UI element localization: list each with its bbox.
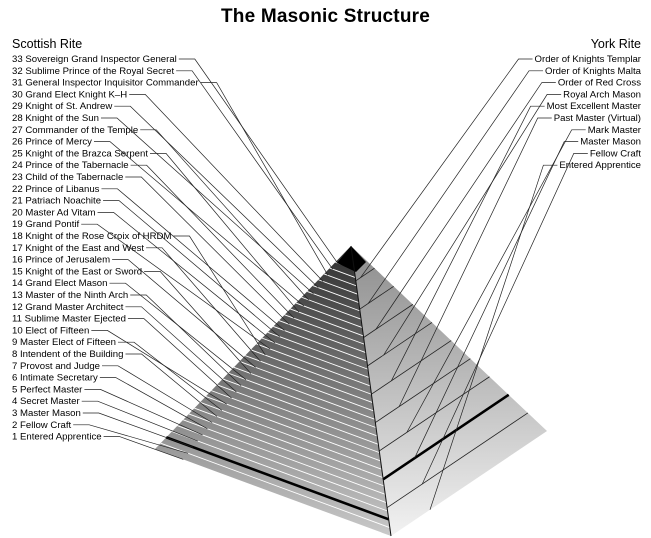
scottish-degree-label: 31 General Inspector Inquisitor Commande… bbox=[12, 78, 199, 89]
scottish-degree-label: 25 Knight of the Brazca Serpent bbox=[12, 148, 148, 159]
scottish-degree-label: 6 Intimate Secretary bbox=[12, 373, 98, 384]
pyramid bbox=[155, 246, 547, 536]
scottish-degree-label: 8 Intendent of the Building bbox=[12, 349, 123, 360]
scottish-degree-label: 7 Provost and Judge bbox=[12, 361, 100, 372]
scottish-degree-label: 33 Sovereign Grand Inspector General bbox=[12, 54, 177, 65]
york-degree-label: Order of Knights Malta bbox=[545, 66, 642, 77]
york-degree-label: Master Mason bbox=[580, 137, 641, 148]
york-degree-label: Order of Red Cross bbox=[558, 78, 641, 89]
pyramid-left-face bbox=[155, 246, 391, 536]
scottish-degree-label: 26 Prince of Mercy bbox=[12, 137, 92, 148]
scottish-degree-label: 20 Master Ad Vitam bbox=[12, 207, 96, 218]
york-rite-header: York Rite bbox=[591, 37, 641, 51]
scottish-degree-label: 12 Grand Master Architect bbox=[12, 302, 124, 313]
scottish-degree-label: 30 Grand Elect Knight K–H bbox=[12, 89, 127, 100]
scottish-degree-label: 19 Grand Pontif bbox=[12, 219, 80, 230]
scottish-leader-line bbox=[146, 248, 260, 361]
scottish-rite-header: Scottish Rite bbox=[12, 37, 82, 51]
scottish-leader-line bbox=[101, 189, 284, 331]
scottish-leader-line bbox=[179, 59, 338, 263]
scottish-degree-label: 10 Elect of Fifteen bbox=[12, 325, 89, 336]
scottish-degree-label: 11 Sublime Master Ejected bbox=[12, 314, 126, 325]
scottish-degree-label: 32 Sublime Prince of the Royal Secret bbox=[12, 66, 174, 77]
york-degree-label: Entered Apprentice bbox=[559, 160, 641, 171]
scottish-degree-label: 29 Knight of St. Andrew bbox=[12, 101, 112, 112]
york-degree-label: Past Master (Virtual) bbox=[554, 113, 641, 124]
scottish-degree-label: 14 Grand Elect Mason bbox=[12, 278, 107, 289]
scottish-leader-line bbox=[109, 283, 246, 379]
scottish-degree-label: 28 Knight of the Sun bbox=[12, 113, 99, 124]
york-degree-label: Fellow Craft bbox=[590, 148, 642, 159]
york-leader-line bbox=[368, 71, 543, 304]
scottish-degree-label: 3 Master Mason bbox=[12, 408, 81, 419]
scottish-leader-line bbox=[201, 83, 328, 276]
scottish-degree-label: 16 Prince of Jerusalem bbox=[12, 255, 110, 266]
scottish-degree-label: 5 Perfect Master bbox=[12, 384, 83, 395]
scottish-leader-line bbox=[140, 130, 308, 300]
scottish-leader-line bbox=[125, 307, 236, 392]
scottish-degree-label: 24 Prince of the Tabernacle bbox=[12, 160, 129, 171]
scottish-degree-label: 18 Knight of the Rose Croix of HRDM bbox=[12, 231, 171, 242]
scottish-degree-label: 4 Secret Master bbox=[12, 396, 81, 407]
scottish-degree-label: 2 Fellow Craft bbox=[12, 420, 72, 431]
scottish-degree-label: 22 Prince of Libanus bbox=[12, 184, 100, 195]
scottish-leader-line bbox=[173, 236, 265, 355]
scottish-leader-line bbox=[129, 94, 323, 281]
scottish-degree-label: 1 Entered Apprentice bbox=[12, 432, 102, 443]
scottish-degree-label: 17 Knight of the East and West bbox=[12, 243, 144, 254]
scottish-degree-label: 9 Master Elect of Fifteen bbox=[12, 337, 116, 348]
scottish-degree-label: 23 Child of the Tabernacle bbox=[12, 172, 123, 183]
york-leader-line bbox=[376, 83, 556, 330]
york-leader-line bbox=[360, 59, 532, 278]
york-degree-label: Royal Arch Mason bbox=[563, 89, 641, 100]
york-degree-label: Most Excellent Master bbox=[547, 101, 642, 112]
scottish-degree-label: 15 Knight of the East or Sword bbox=[12, 266, 142, 277]
york-degree-label: Order of Knights Templar bbox=[535, 54, 642, 65]
scottish-degree-label: 13 Master of the Ninth Arch bbox=[12, 290, 128, 301]
york-degree-label: Mark Master bbox=[588, 125, 642, 136]
scottish-degree-label: 27 Commander of the Temple bbox=[12, 125, 138, 136]
scottish-degree-label: 21 Patriach Noachite bbox=[12, 196, 101, 207]
